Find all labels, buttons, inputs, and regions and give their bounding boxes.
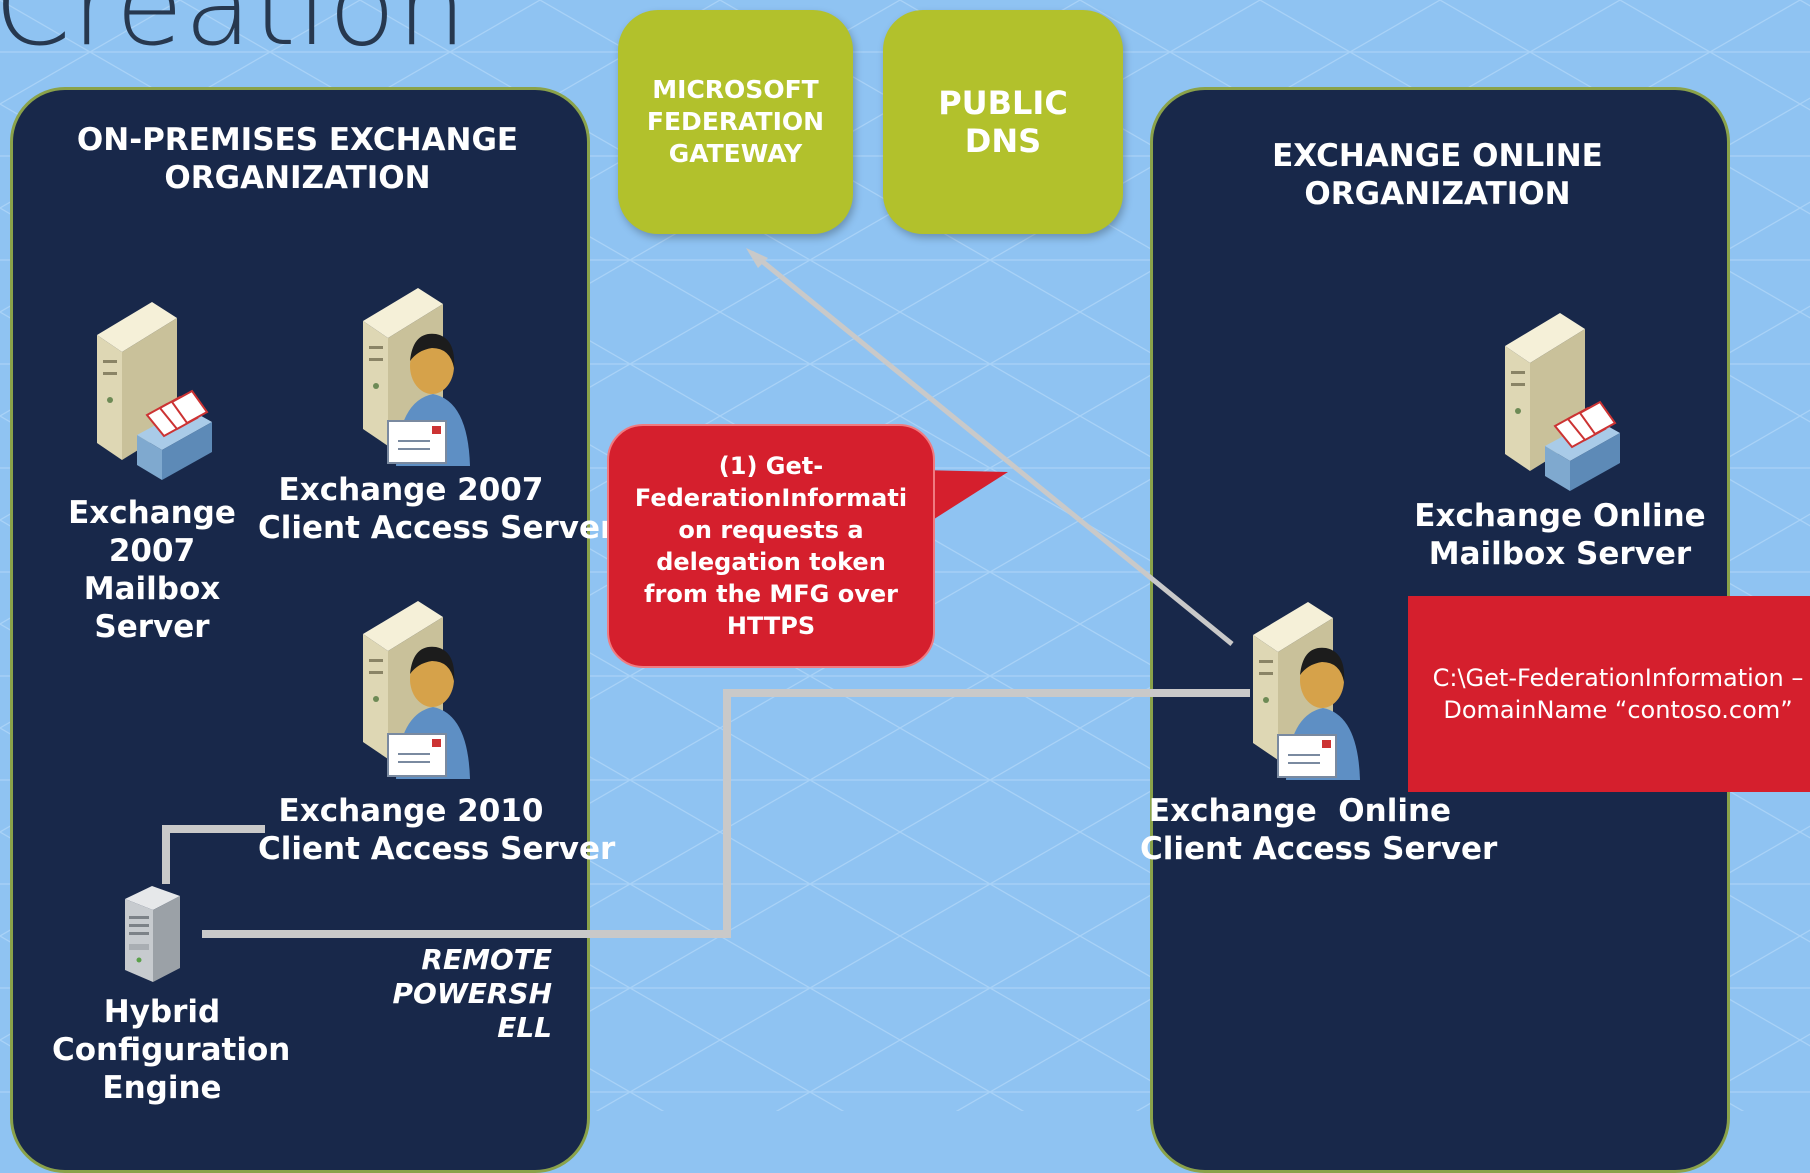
client-access-server-icon — [363, 601, 470, 779]
on-premises-organization-panel — [10, 87, 590, 1173]
federation-request-callout: (1) Get- FederationInformati on requests… — [607, 424, 935, 668]
exchange-2007-cas-label: Exchange 2007 Client Access Server — [258, 472, 616, 546]
powershell-command-box: C:\Get-FederationInformation – DomainNam… — [1408, 596, 1810, 792]
remote-powershell-label: REMOTE POWERSH ELL — [392, 943, 553, 1044]
exchange-online-mailbox-label: Exchange Online Mailbox Server — [1414, 498, 1706, 572]
callout-tail — [920, 470, 1008, 528]
slide-title: Creation — [0, 0, 468, 70]
client-access-server-icon — [363, 288, 470, 466]
client-access-server-icon — [1253, 602, 1360, 780]
hybrid-configuration-engine-label: Hybrid Configuration Engine — [52, 994, 291, 1106]
exchange-2010-cas-label: Exchange 2010 Client Access Server — [258, 793, 616, 867]
mailbox-server-icon — [97, 302, 212, 480]
microsoft-federation-gateway-box: MICROSOFT FEDERATION GATEWAY — [618, 10, 853, 234]
exchange-2007-mailbox-label: Exchange 2007 Mailbox Server — [68, 495, 236, 645]
tower-server-icon — [125, 886, 180, 982]
exchange-online-cas-label: Exchange Online Client Access Server — [1140, 793, 1498, 867]
mailbox-server-icon — [1505, 313, 1620, 491]
on-premises-panel-title: ON-PREMISES EXCHANGE ORGANIZATION — [76, 122, 519, 196]
online-panel-title: EXCHANGE ONLINE ORGANIZATION — [1272, 138, 1603, 212]
public-dns-box: PUBLIC DNS — [883, 10, 1123, 234]
